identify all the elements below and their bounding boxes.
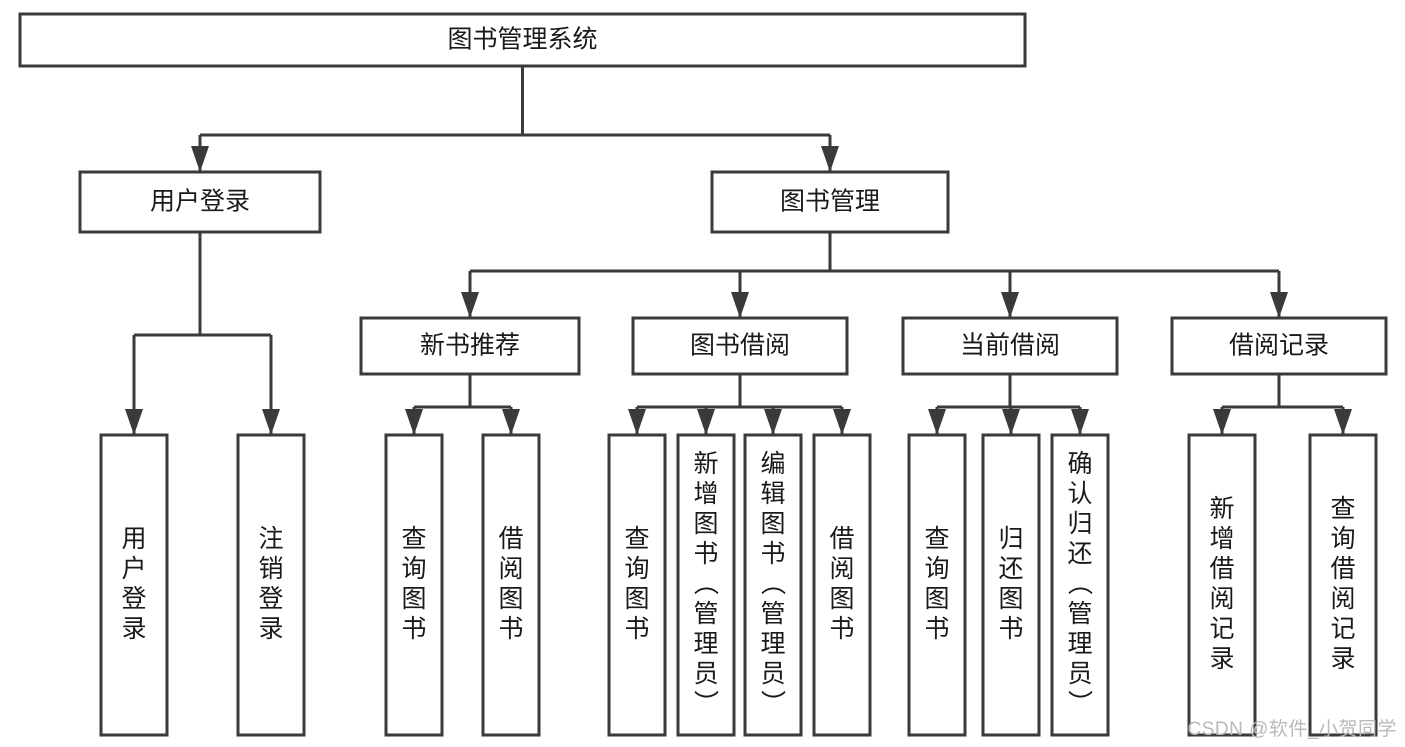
node-new-book-recommend-label: 新书推荐 (420, 332, 520, 360)
bookborrow-arrow-2 (764, 409, 782, 435)
bookmanage-arrow-0 (461, 292, 479, 318)
node-leaf-query-book-3-rect (907, 433, 967, 737)
root-arrow-0 (191, 146, 209, 172)
currentborrow-arrow-0 (928, 409, 946, 435)
userlogin-arrow-0 (125, 409, 143, 435)
node-new-book-recommend-rect (359, 316, 581, 376)
node-leaf-user-login-rect (99, 433, 169, 737)
node-leaf-confirm-return-rect (1050, 433, 1110, 737)
newbook-arrow-0 (405, 409, 423, 435)
node-root-system[interactable]: 图书管理系统 (18, 12, 1027, 68)
node-book-borrow[interactable]: 图书借阅 (631, 316, 849, 376)
bookborrow-arrow-0 (628, 409, 646, 435)
borrowrecord-arrow-0 (1213, 409, 1231, 435)
node-leaf-borrow-book-2-label: 借阅图书 (829, 525, 854, 643)
node-user-login-rect (78, 170, 322, 234)
node-leaf-logout-rect (236, 433, 306, 737)
node-leaf-query-record-rect (1308, 433, 1378, 737)
node-leaf-confirm-return-label: 确认归还（管理员） (1067, 450, 1093, 718)
node-leaf-user-login-label: 用户登录 (121, 525, 146, 643)
newbook-arrow-1 (502, 409, 520, 435)
node-leaf-query-book-2[interactable]: 查询图书 (607, 433, 667, 737)
node-root-system-rect (18, 12, 1027, 68)
currentborrow-arrow-1 (1002, 409, 1020, 435)
node-leaf-query-record-label: 查询借阅记录 (1330, 495, 1355, 673)
node-leaf-return-book[interactable]: 归还图书 (981, 433, 1041, 737)
bookborrow-arrow-3 (833, 409, 851, 435)
node-leaf-add-record-label: 新增借阅记录 (1209, 495, 1234, 673)
node-leaf-return-book-rect (981, 433, 1041, 737)
node-leaf-query-book-2-label: 查询图书 (624, 525, 649, 643)
currentborrow-arrow-2 (1071, 409, 1089, 435)
connector-layer (125, 66, 1352, 435)
node-leaf-borrow-book-2-rect (812, 433, 872, 737)
root-arrow-1 (821, 146, 839, 172)
node-borrow-record-label: 借阅记录 (1229, 332, 1329, 360)
node-leaf-add-record[interactable]: 新增借阅记录 (1187, 433, 1257, 737)
userlogin-arrow-1 (262, 409, 280, 435)
node-borrow-record-rect (1170, 316, 1388, 376)
node-current-borrow-label: 当前借阅 (960, 332, 1060, 360)
node-book-borrow-rect (631, 316, 849, 376)
node-leaf-borrow-book-1-label: 借阅图书 (498, 525, 523, 643)
node-layer: 图书管理系统用户登录图书管理新书推荐图书借阅当前借阅借阅记录用户登录注销登录查询… (18, 12, 1388, 737)
node-leaf-add-record-rect (1187, 433, 1257, 737)
node-root-system-label: 图书管理系统 (447, 26, 597, 54)
node-leaf-query-book-3[interactable]: 查询图书 (907, 433, 967, 737)
node-leaf-confirm-return[interactable]: 确认归还（管理员） (1050, 433, 1110, 737)
node-leaf-edit-book-rect (743, 433, 803, 737)
node-book-manage-label: 图书管理 (780, 188, 880, 216)
node-book-manage-rect (710, 170, 950, 234)
node-user-login-label: 用户登录 (150, 188, 250, 216)
bookmanage-arrow-2 (1001, 292, 1019, 318)
node-leaf-edit-book-label: 编辑图书（管理员） (760, 450, 786, 718)
node-leaf-query-book-1-label: 查询图书 (401, 525, 426, 643)
node-leaf-borrow-book-2[interactable]: 借阅图书 (812, 433, 872, 737)
node-leaf-query-book-1-rect (384, 433, 444, 737)
node-current-borrow-rect (901, 316, 1119, 376)
node-user-login[interactable]: 用户登录 (78, 170, 322, 234)
node-new-book-recommend[interactable]: 新书推荐 (359, 316, 581, 376)
bookmanage-arrow-3 (1270, 292, 1288, 318)
node-leaf-logout[interactable]: 注销登录 (236, 433, 306, 737)
node-leaf-edit-book[interactable]: 编辑图书（管理员） (743, 433, 803, 737)
node-leaf-query-book-2-rect (607, 433, 667, 737)
node-current-borrow[interactable]: 当前借阅 (901, 316, 1119, 376)
node-leaf-add-book-label: 新增图书（管理员） (693, 450, 719, 718)
node-leaf-add-book-rect (676, 433, 736, 737)
node-leaf-query-record[interactable]: 查询借阅记录 (1308, 433, 1378, 737)
node-leaf-query-book-3-label: 查询图书 (924, 525, 949, 643)
node-book-borrow-label: 图书借阅 (690, 332, 790, 360)
node-book-manage[interactable]: 图书管理 (710, 170, 950, 234)
borrowrecord-arrow-1 (1334, 409, 1352, 435)
node-leaf-borrow-book-1-rect (481, 433, 541, 737)
bookmanage-arrow-1 (731, 292, 749, 318)
node-leaf-query-book-1[interactable]: 查询图书 (384, 433, 444, 737)
node-leaf-add-book[interactable]: 新增图书（管理员） (676, 433, 736, 737)
node-borrow-record[interactable]: 借阅记录 (1170, 316, 1388, 376)
bookborrow-arrow-1 (697, 409, 715, 435)
node-leaf-user-login[interactable]: 用户登录 (99, 433, 169, 737)
node-leaf-return-book-label: 归还图书 (998, 525, 1023, 643)
node-leaf-borrow-book-1[interactable]: 借阅图书 (481, 433, 541, 737)
node-leaf-logout-label: 注销登录 (258, 525, 283, 643)
